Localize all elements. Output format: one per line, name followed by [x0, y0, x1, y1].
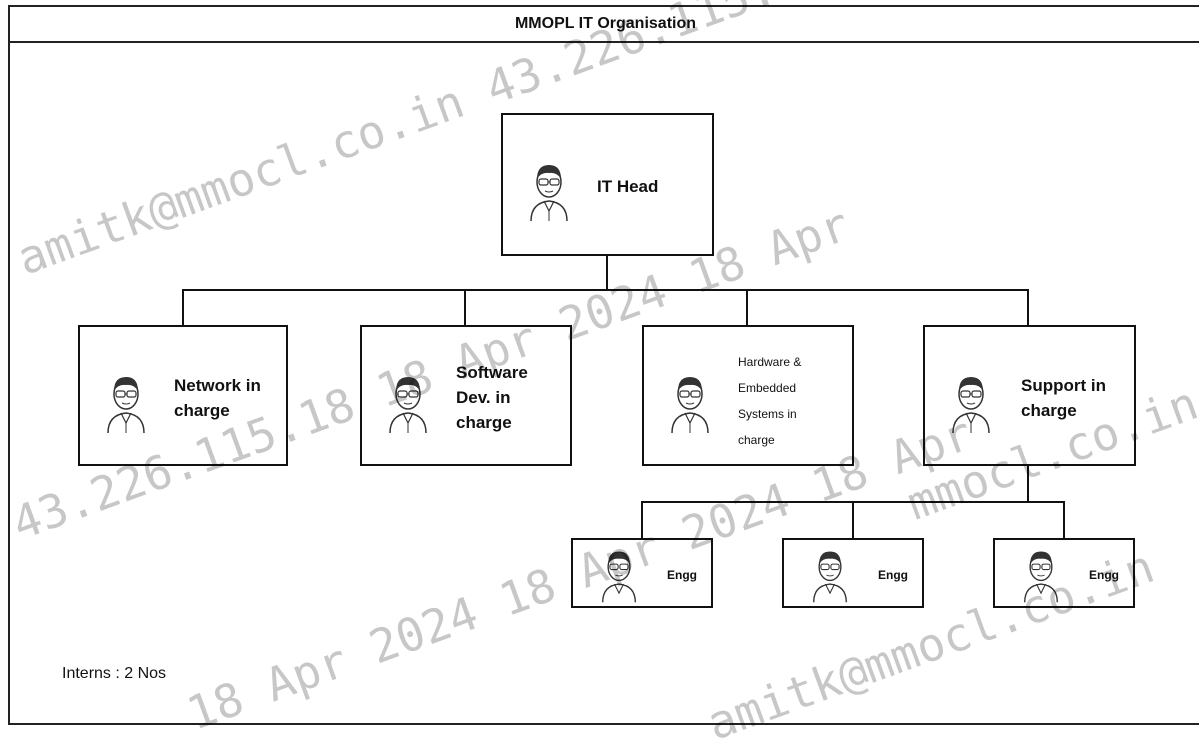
connector-support-down: [1027, 465, 1029, 502]
person-avatar-icon: [671, 377, 709, 434]
node-support-in-charge: Support in charge: [923, 325, 1136, 466]
person-avatar-icon: [530, 165, 568, 222]
connector-support: [1027, 289, 1029, 326]
person-avatar-icon: [1024, 551, 1058, 603]
connector-engg2: [852, 501, 854, 540]
engg-label: Engg: [878, 568, 908, 582]
connector-software: [464, 289, 466, 326]
node-engg: Engg: [782, 538, 924, 608]
connector-head-down: [606, 255, 608, 290]
connector-engg1: [641, 501, 643, 540]
person-avatar-icon: [389, 377, 427, 434]
engg-label: Engg: [1089, 568, 1119, 582]
network-label: Network in charge: [174, 376, 261, 420]
node-software-dev-in-charge: Software Dev. in charge: [360, 325, 572, 466]
hardware-label: Hardware & Embedded Systems in charge: [738, 355, 802, 447]
person-avatar-icon: [107, 377, 145, 434]
diagram-title: MMOPL IT Organisation: [8, 5, 1199, 43]
node-engg: Engg: [993, 538, 1135, 608]
node-network-in-charge: Network in charge: [78, 325, 288, 466]
it-head-label: IT Head: [597, 177, 659, 196]
person-avatar-icon: [952, 377, 990, 434]
software-label: Software Dev. in charge: [456, 363, 528, 432]
connector-engg3: [1063, 501, 1065, 540]
connector-top-bus: [182, 289, 1029, 291]
connector-hardware: [746, 289, 748, 326]
engg-label: Engg: [667, 568, 697, 582]
interns-note: Interns : 2 Nos: [62, 665, 167, 682]
node-engg: Engg: [571, 538, 713, 608]
connector-network: [182, 289, 184, 326]
person-avatar-icon: [602, 551, 636, 603]
node-it-head: IT Head: [501, 113, 714, 256]
node-hardware-embedded-in-charge: Hardware & Embedded Systems in charge: [642, 325, 854, 466]
person-avatar-icon: [813, 551, 847, 603]
support-label: Support in charge: [1021, 376, 1106, 420]
